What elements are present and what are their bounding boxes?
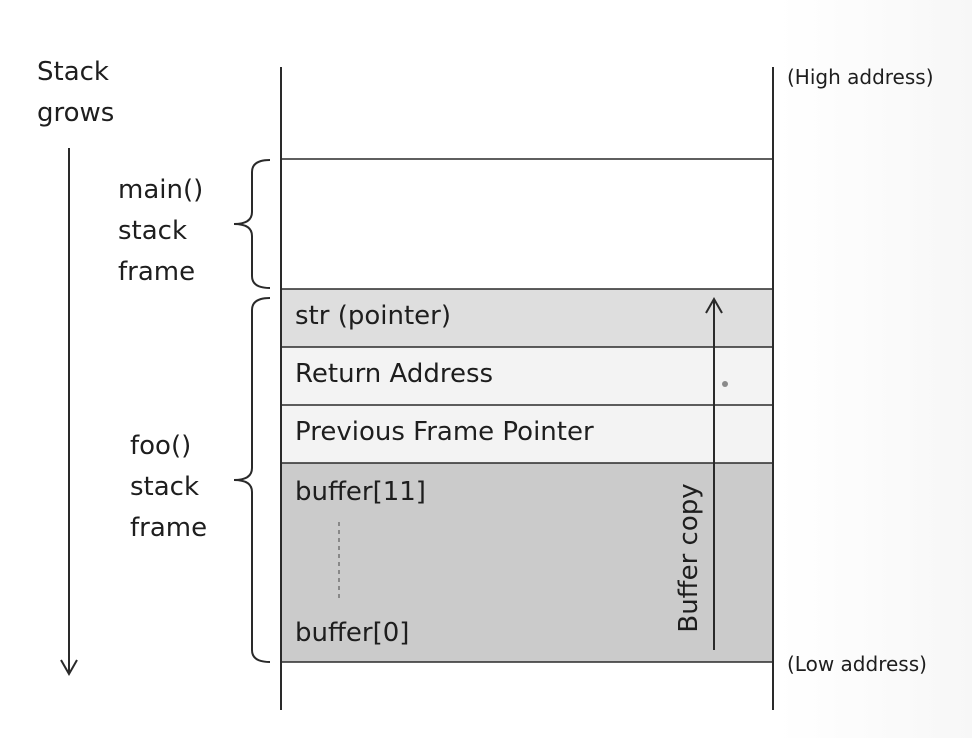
main-frame-line3: frame (118, 257, 196, 287)
buffer-bottom-text: buffer[0] (295, 618, 410, 648)
main-frame-line1: main() (118, 175, 204, 205)
row-separators (281, 158, 773, 663)
low-address-label: (Low address) (787, 652, 927, 676)
foo-frame-label: foo() stack frame (130, 426, 207, 549)
buffer-top-text: buffer[11] (295, 477, 426, 507)
foo-frame-line2: stack (130, 472, 200, 502)
stack-grows-arrow (60, 148, 78, 677)
foo-frame-brace (233, 297, 271, 663)
high-address-label: (High address) (787, 65, 934, 89)
buffer-copy-arrow (705, 296, 723, 650)
stack-grows-line1: Stack (37, 57, 109, 87)
foo-frame-line1: foo() (130, 431, 192, 461)
buffer-copy-label: Buffer copy (674, 483, 704, 633)
main-frame-line2: stack (118, 216, 188, 246)
return-address-cell (281, 347, 773, 405)
prev-frame-pointer-text: Previous Frame Pointer (295, 417, 594, 447)
buffer-region (281, 463, 773, 662)
prev-frame-pointer-cell (281, 405, 773, 463)
main-frame-label: main() stack frame (118, 170, 203, 293)
cursor-dot (722, 381, 728, 387)
main-frame-brace (233, 159, 271, 289)
str-pointer-cell (281, 289, 773, 347)
foo-frame-line3: frame (130, 513, 208, 543)
str-pointer-text: str (pointer) (295, 301, 451, 331)
return-address-text: Return Address (295, 359, 494, 389)
stack-grows-line2: grows (37, 98, 115, 128)
stack-grows-label: Stack grows (37, 52, 114, 134)
